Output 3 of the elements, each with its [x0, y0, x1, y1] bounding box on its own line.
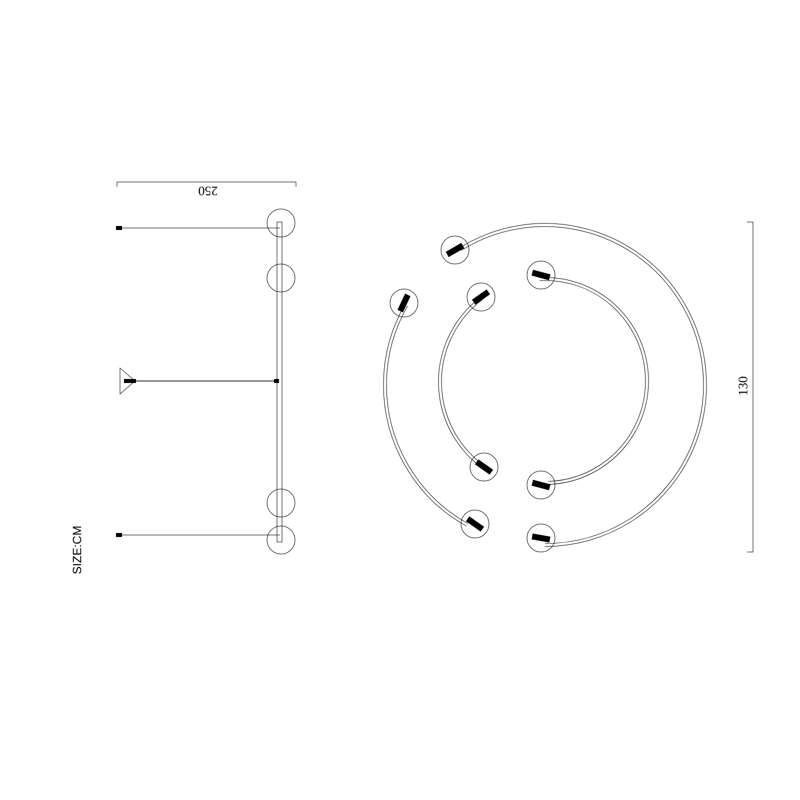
unit-note: SIZE:CM: [72, 526, 82, 574]
dimension-label: 130: [738, 376, 748, 395]
dimension-label: 250: [198, 186, 218, 196]
